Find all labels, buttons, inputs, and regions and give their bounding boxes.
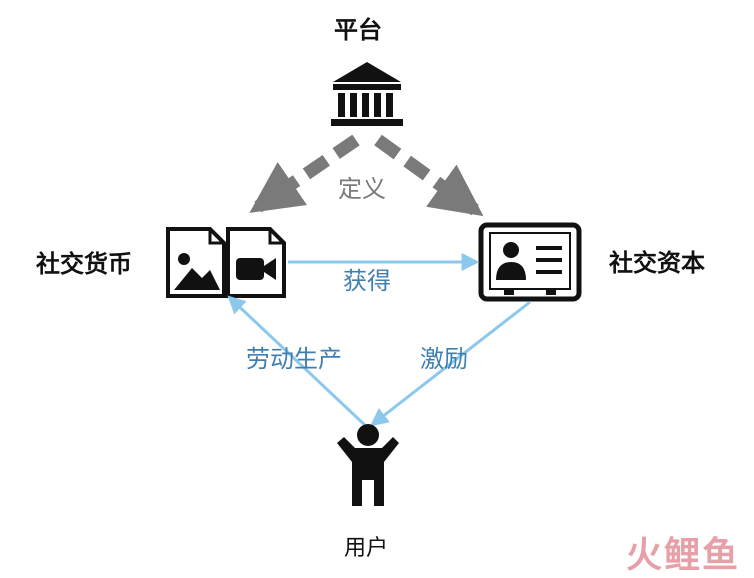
incentive-arrow (370, 300, 531, 427)
video-file-icon (226, 227, 286, 298)
define-arrow-right (374, 134, 484, 217)
labor-arrow (227, 295, 370, 430)
incentive-label: 激励 (420, 345, 468, 373)
user-label: 用户 (344, 536, 389, 561)
bank-icon (331, 62, 403, 126)
user-icon (337, 424, 399, 506)
social-capital-label: 社交资本 (609, 249, 705, 277)
define-arrow-left (249, 134, 360, 213)
watermark-logo: 火鲤鱼 (625, 535, 740, 576)
define-label: 定义 (338, 175, 386, 203)
image-file-icon (166, 227, 226, 298)
obtain-label: 获得 (343, 267, 391, 295)
define-arrows (249, 134, 484, 217)
social-currency-label: 社交货币 (36, 250, 132, 278)
platform-label: 平台 (334, 16, 382, 44)
id-card-icon (478, 222, 582, 302)
labor-label: 劳动生产 (246, 345, 342, 373)
